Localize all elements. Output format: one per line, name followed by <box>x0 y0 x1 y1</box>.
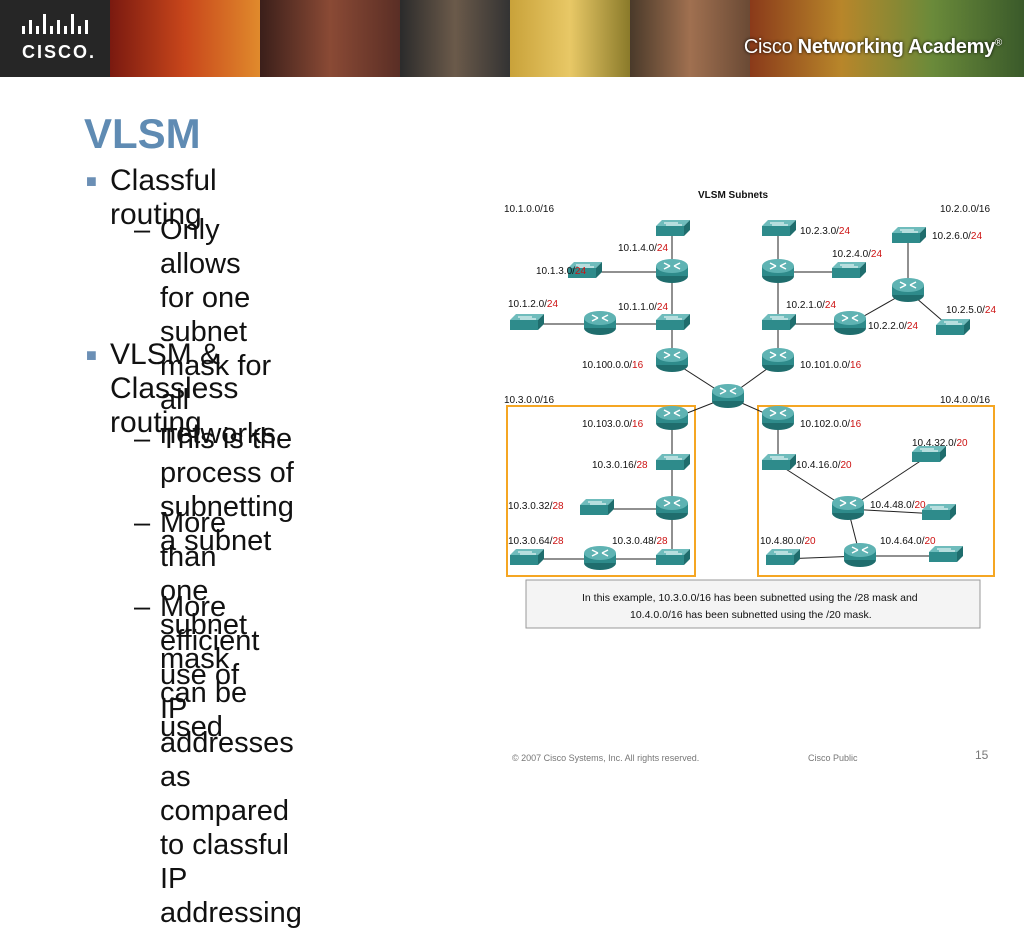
router-icon <box>655 495 689 521</box>
network-label: 10.4.0.0/16 <box>940 395 990 406</box>
router-icon <box>655 347 689 373</box>
banner-photo <box>110 0 260 77</box>
router-icon <box>583 545 617 571</box>
brand-pre: Cisco <box>743 36 793 58</box>
router-icon <box>761 258 795 284</box>
router-icon <box>833 310 867 336</box>
switch-icon <box>655 548 691 566</box>
sub-bullet-line: This is the process of <box>160 423 294 489</box>
subnet-label: 10.4.32.0/20 <box>912 438 968 449</box>
sub-bullet-line: IP addressing <box>160 863 302 929</box>
page-number: 15 <box>975 748 989 762</box>
banner-photo <box>630 0 750 77</box>
subnet-label: 10.1.1.0/24 <box>618 302 668 313</box>
subnet-label: 10.3.0.16/28 <box>592 460 648 471</box>
banner-photo <box>400 0 510 77</box>
square-bullet-icon: ■ <box>86 345 97 365</box>
bullet-line: routing <box>110 406 202 439</box>
switch-icon <box>935 318 971 336</box>
sub-bullet-line: Only allows for one <box>160 214 251 314</box>
switch-icon <box>579 498 615 516</box>
diagram-title: VLSM Subnets <box>698 190 768 201</box>
sub-bullet-line: subnet mask for all <box>160 316 272 416</box>
footer-classification: Cisco Public <box>808 753 858 763</box>
sub-bullet-line: More than one subnet <box>160 507 248 641</box>
router-icon <box>891 277 925 303</box>
switch-icon <box>891 226 927 244</box>
network-label: 10.2.0.0/16 <box>940 204 990 215</box>
brand-mark: ® <box>994 37 1002 49</box>
subnet-label: 10.2.6.0/24 <box>932 231 982 242</box>
core-router-icon <box>711 383 745 409</box>
subnet-label: 10.4.48.0/20 <box>870 500 926 511</box>
switch-icon <box>928 545 964 563</box>
switch-icon <box>655 313 691 331</box>
banner-photo <box>510 0 630 77</box>
switch-icon <box>509 313 545 331</box>
sub-bullet-line: IP addresses as <box>160 693 294 793</box>
switch-icon <box>761 453 797 471</box>
switch-icon <box>921 503 957 521</box>
caption-box <box>525 579 981 629</box>
switch-icon <box>765 548 801 566</box>
cisco-logo-text: CISCO. <box>22 42 97 62</box>
cisco-logo: CISCO. <box>0 0 110 77</box>
diagram-background <box>500 184 1000 634</box>
subnet-label: 10.4.16.0/20 <box>796 460 852 471</box>
sub-bullet-line: networks <box>160 418 277 450</box>
banner-photo <box>260 0 400 77</box>
router-icon <box>655 405 689 431</box>
banner-photo <box>750 0 1024 77</box>
subnet-label: 10.2.2.0/24 <box>868 321 918 332</box>
subnet-label: 10.101.0.0/16 <box>800 360 862 371</box>
router-icon <box>761 405 795 431</box>
switch-icon <box>831 261 867 279</box>
switch-icon <box>761 313 797 331</box>
router-icon <box>583 310 617 336</box>
subnet-label: 10.2.5.0/24 <box>946 305 996 316</box>
router-icon <box>655 258 689 284</box>
bullet-line: VLSM & Classless <box>110 338 239 405</box>
subnet-label: 10.4.64.0/20 <box>880 536 936 547</box>
sub-bullet-line: subnetting a subnet <box>160 491 294 557</box>
slide-title: VLSM <box>84 110 201 157</box>
highlight-box-10-4 <box>757 405 995 577</box>
sub-bullet-line: More efficient use of <box>160 591 260 691</box>
switch-icon <box>655 453 691 471</box>
subnet-label: 10.2.4.0/24 <box>832 249 882 260</box>
vlsm-network-diagram: VLSM Subnets <box>500 184 1000 634</box>
subnet-label: 10.3.0.64/28 <box>508 536 564 547</box>
square-bullet-icon: ■ <box>86 171 97 191</box>
subnet-label: 10.102.0.0/16 <box>800 419 862 430</box>
bullet-text: Classful routing <box>110 164 217 231</box>
router-icon <box>831 495 865 521</box>
router-icon <box>843 542 877 568</box>
brand-bold: Networking Academy <box>797 36 996 58</box>
sub-bullet-line: compared to classful <box>160 795 289 861</box>
cisco-bars-icon <box>22 14 88 34</box>
subnet-label: 10.1.4.0/24 <box>618 243 668 254</box>
subnet-label: 10.1.2.0/24 <box>508 299 558 310</box>
subnet-label: 10.3.0.48/28 <box>612 536 668 547</box>
header-banner: CISCO. Cisco Networking Academy® <box>0 0 1024 77</box>
switch-icon <box>655 219 691 237</box>
network-label: 10.3.0.0/16 <box>504 395 554 406</box>
subnet-label: 10.3.0.32/28 <box>508 501 564 512</box>
subnet-label: 10.103.0.0/16 <box>582 419 644 430</box>
router-icon <box>761 347 795 373</box>
sub-bullet-line: mask can be used <box>160 643 248 743</box>
subnet-label: 10.2.1.0/24 <box>786 300 836 311</box>
subnet-label: 10.4.80.0/20 <box>760 536 816 547</box>
subnet-label: 10.100.0.0/16 <box>582 360 644 371</box>
switch-icon <box>761 219 797 237</box>
subnet-label: 10.1.3.0/24 <box>536 266 586 277</box>
footer-copyright: © 2007 Cisco Systems, Inc. All rights re… <box>512 753 700 763</box>
academy-brand: Cisco Networking Academy® <box>744 36 1002 59</box>
caption-line: In this example, 10.3.0.0/16 has been su… <box>582 592 918 604</box>
subnet-label: 10.2.3.0/24 <box>800 226 850 237</box>
network-label: 10.1.0.0/16 <box>504 204 554 215</box>
switch-icon <box>509 548 545 566</box>
caption-line: 10.4.0.0/16 has been subnetted using the… <box>630 609 872 621</box>
highlight-box-10-3 <box>506 405 696 577</box>
